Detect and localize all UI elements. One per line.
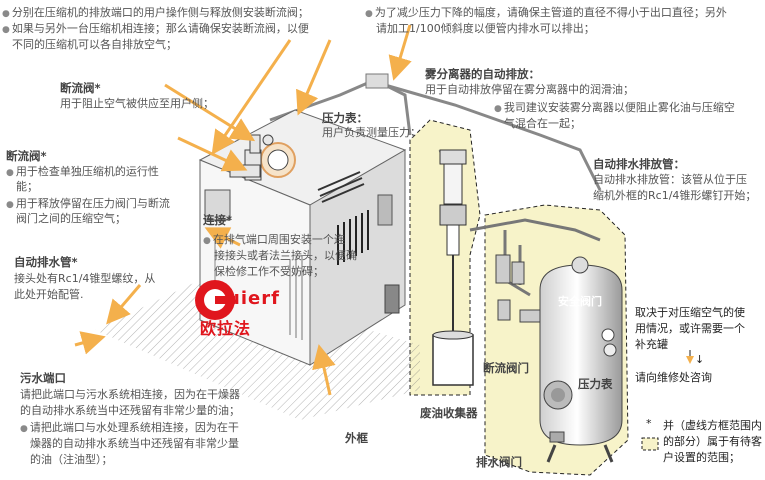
- annotation-arrows: [74, 24, 412, 396]
- joint-note-2: 接接头或者法兰接头，以便确: [214, 249, 357, 262]
- cutoff-valve-2-bullet-1: 用于检查单独压缩机的运行性: [6, 165, 159, 180]
- auto-drain-pipe-title: 自动排水排放管：: [593, 157, 685, 171]
- cutoff-valve-desc: 用于阻止空气被供应至用户侧；: [60, 97, 214, 110]
- safety-valve-label: 安全阀门: [558, 295, 602, 308]
- auto-drain-desc-1: 接头处有Rc1/4锥型螺纹，从: [14, 272, 156, 285]
- pipe-tee: [365, 73, 389, 89]
- cutoff-valve-2-bullet-2-cont: 阀门之间的压缩空气；: [16, 212, 126, 225]
- legend-swatch: [641, 437, 659, 451]
- sewage-port-title: 污水端口: [20, 371, 66, 385]
- mist-separator-note-2: 气混合在一起；: [504, 117, 581, 130]
- right-note-3: 补充罐: [635, 338, 668, 351]
- right-note-arrow: ↓: [695, 353, 705, 366]
- sewage-port-desc-1: 请把此端口与污水系统相连接，因为在干燥器: [20, 388, 240, 401]
- auto-drain-desc-2: 此处开始配管.: [14, 288, 84, 301]
- auto-drain-pipe-desc-1: 自动排水排放管：该管从位于压: [593, 173, 747, 186]
- sewage-port-bullet-2: 燥器的自动排水系统当中还残留有非常少量: [30, 437, 239, 450]
- top-left-note-2: 如果与另外一台压缩机相连接；那么请确保安装断流阀，以便: [2, 22, 309, 37]
- air-receiver-tank: [539, 256, 623, 463]
- sewage-port-bullet-3: 的油（注油型）；: [30, 453, 113, 466]
- cutoff-valve-2-bullet-2: 用于释放停留在压力阀门与断流: [6, 197, 170, 212]
- pressure-gauge-label: 压力表: [578, 377, 613, 391]
- sewage-port-desc-2: 的自动排水系统当中还残留有非常少量的油；: [20, 404, 240, 417]
- sewage-port-bullet-1: 请把此端口与水处理系统相连接，因为在干: [20, 421, 239, 436]
- mist-separator: [432, 149, 474, 386]
- legend-line-1: 并（虚线方框范围内: [663, 419, 762, 432]
- mist-separator-desc: 用于自动排放停留在雾分离器中的润滑油；: [425, 83, 634, 96]
- top-right-note-1: 为了减少压力下降的幅度，请确保主管道的直径不得小于出口直径；另外: [365, 6, 727, 21]
- cutoff-valve-3-label: 断流阀门: [483, 361, 529, 375]
- top-left-note-3: 不同的压缩机可以各自排放空气；: [12, 38, 177, 51]
- top-valve-cluster: [229, 134, 296, 181]
- legend-star: *: [646, 417, 652, 430]
- mist-separator-title: 雾分离器的自动排放：: [425, 67, 540, 81]
- auto-drain-pipe-desc-2: 缩机外框的Rc1/4锥形螺钉开始；: [593, 189, 757, 202]
- legend-line-2: 的部分）属于有待客: [663, 435, 762, 448]
- top-left-note-1: 分别在压缩机的排放端口的用户操作侧与释放侧安装断流阀；: [2, 6, 309, 21]
- top-right-note-2: 请加工1/100倾斜度以便管内排水可以排出；: [376, 22, 595, 35]
- oil-collector-label: 废油收集器: [420, 406, 478, 420]
- logo-mark: [195, 280, 235, 320]
- cutoff-valve-2-bullet-1-cont: 能；: [16, 180, 38, 193]
- pressure-gauge-title: 压力表：: [322, 111, 368, 125]
- legend-line-3: 户设置的范围；: [663, 451, 740, 464]
- frame-label: 外框: [345, 431, 368, 445]
- mist-separator-note-1: 我司建议安装雾分离器以便阻止雾化油与压缩空: [494, 101, 735, 116]
- drain-valve-label: 排水阀门: [476, 455, 522, 469]
- joint-note-3: 保检修工作不受妨碍；: [214, 265, 324, 278]
- joint-note-1: 在排气端口周围安装一个连: [203, 233, 345, 248]
- tank-fittings: [495, 254, 541, 323]
- auto-drain-title: 自动排水管*: [14, 255, 78, 269]
- cutoff-valve-title: 断流阀*: [60, 81, 101, 95]
- cutoff-valve-2-title: 断流阀*: [6, 149, 47, 163]
- right-note-2: 用情况，或许需要一个: [635, 322, 745, 335]
- logo-chinese: 欧拉法: [200, 319, 252, 338]
- logo-latin: uierf: [227, 288, 280, 309]
- right-note-4: 请向维修处咨询: [635, 371, 712, 384]
- right-note-1: 取决于对压缩空气的使: [635, 306, 745, 319]
- floor-hatch: [95, 280, 420, 420]
- joint-label: 连接*: [203, 213, 233, 227]
- pressure-gauge-desc: 用户负责测量压力；: [322, 126, 421, 139]
